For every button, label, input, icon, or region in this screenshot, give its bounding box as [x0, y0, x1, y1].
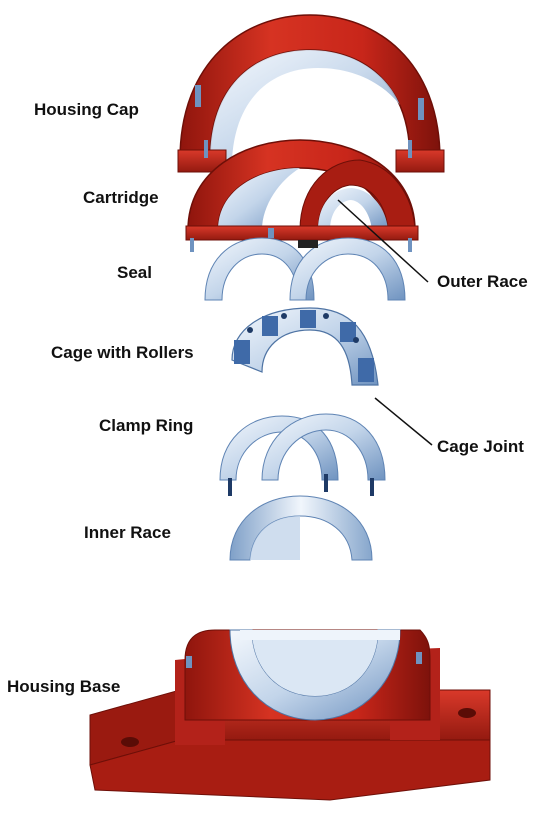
- seal-part: [205, 238, 405, 300]
- inner-race-label: Inner Race: [84, 523, 171, 543]
- housing-base-label: Housing Base: [7, 677, 120, 697]
- cage-joint-label: Cage Joint: [437, 437, 524, 457]
- cartridge-label: Cartridge: [83, 188, 159, 208]
- outer-race-label: Outer Race: [437, 272, 528, 292]
- clamp-ring-part: [220, 414, 385, 496]
- housing-cap-label: Housing Cap: [34, 100, 139, 120]
- cage-joint-leader-line: [375, 398, 432, 445]
- housing-base-part: [90, 630, 490, 800]
- inner-race-part: [230, 496, 372, 560]
- seal-label: Seal: [117, 263, 152, 283]
- cage-with-rollers-label: Cage with Rollers: [51, 343, 194, 363]
- cage-with-rollers-part: [232, 308, 378, 385]
- clamp-ring-label: Clamp Ring: [99, 416, 193, 436]
